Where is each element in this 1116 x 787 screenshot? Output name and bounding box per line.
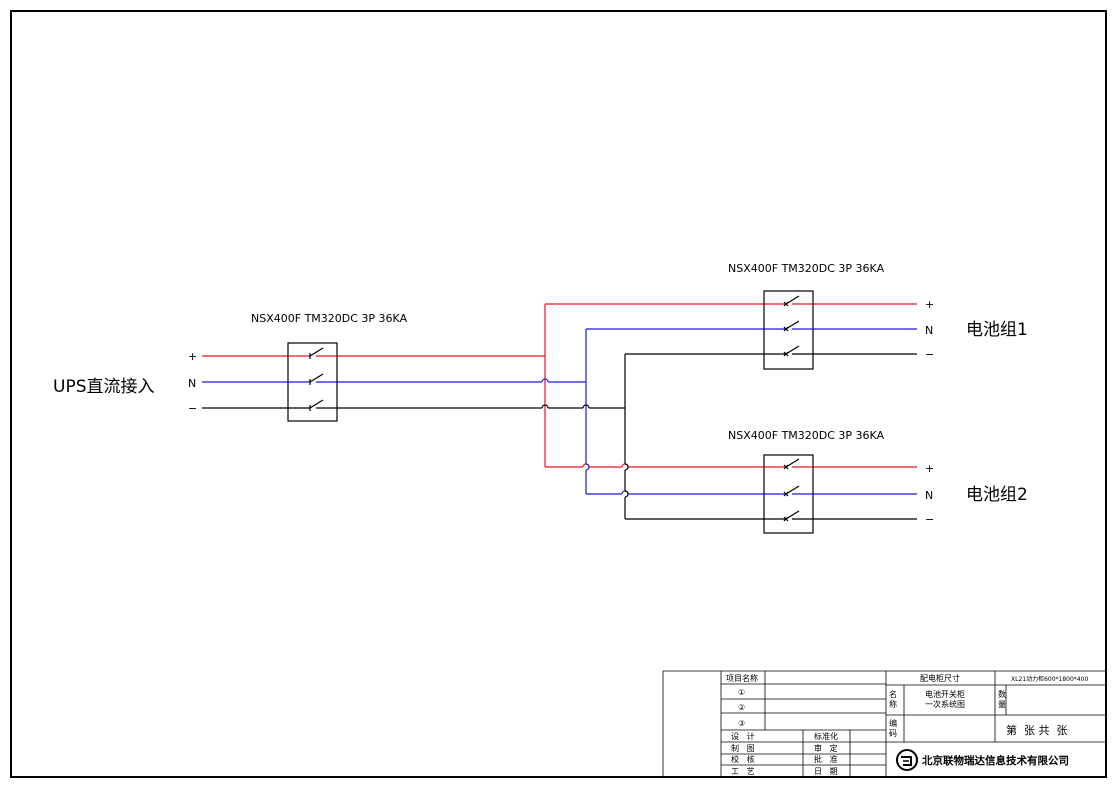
code-label-1: 编 (889, 718, 897, 728)
drawing-name-1: 电池开关柜 (925, 689, 965, 699)
positive-wires (202, 303, 917, 468)
ups-input-label: UPS直流接入 (53, 377, 155, 397)
company-name: 北京联物瑞达信息技术有限公司 (922, 754, 1069, 767)
review-label: 审 定 (814, 743, 838, 753)
input-minus-label: − (188, 402, 197, 415)
check-label: 校 核 (731, 754, 755, 764)
cabinet-size-value: XL21动力柜600*1800*400 (1011, 675, 1088, 683)
out2-minus-label: − (925, 513, 934, 526)
branch2-breaker-label: NSX400F TM320DC 3P 36KA (728, 429, 885, 442)
battery-group-1-label: 电池组1 (966, 320, 1028, 340)
drawing-name-2: 一次系统图 (925, 699, 965, 709)
title-block (662, 670, 1106, 777)
main-breaker (287, 342, 338, 422)
drawing-frame (10, 10, 1107, 778)
qty-label-1: 数 (998, 689, 1006, 699)
branch2-breaker (763, 454, 814, 534)
sheet-number: 第 张 共 张 (1006, 723, 1067, 737)
battery-group-2-label: 电池组2 (966, 485, 1028, 505)
qty-label-2: 量 (998, 700, 1006, 709)
out1-minus-label: − (925, 348, 934, 361)
project-name-label: 项目名称 (726, 673, 758, 683)
main-breaker-label: NSX400F TM320DC 3P 36KA (251, 312, 408, 325)
draw-label: 制 图 (731, 743, 755, 753)
standard-label: 标准化 (814, 731, 838, 741)
name-label-2: 称 (889, 699, 897, 709)
out2-n-label: N (925, 489, 933, 502)
row2-marker: ② (738, 703, 745, 712)
input-n-label: N (188, 377, 196, 390)
date-label: 日 期 (814, 767, 838, 776)
branch1-breaker (763, 290, 814, 370)
input-plus-label: + (188, 350, 197, 363)
name-label-1: 名 (889, 689, 897, 699)
out1-plus-label: + (925, 298, 934, 311)
code-label-2: 码 (889, 729, 897, 738)
out1-n-label: N (925, 324, 933, 337)
branch1-breaker-label: NSX400F TM320DC 3P 36KA (728, 262, 885, 275)
cabinet-size-label: 配电柜尺寸 (920, 673, 960, 683)
approve-label: 批 准 (814, 754, 838, 764)
company-logo (896, 749, 918, 771)
row1-marker: ① (738, 688, 745, 697)
row3-marker: ③ (738, 719, 745, 728)
process-label: 工 艺 (731, 767, 755, 776)
out2-plus-label: + (925, 462, 934, 475)
design-label: 设 计 (731, 731, 755, 741)
